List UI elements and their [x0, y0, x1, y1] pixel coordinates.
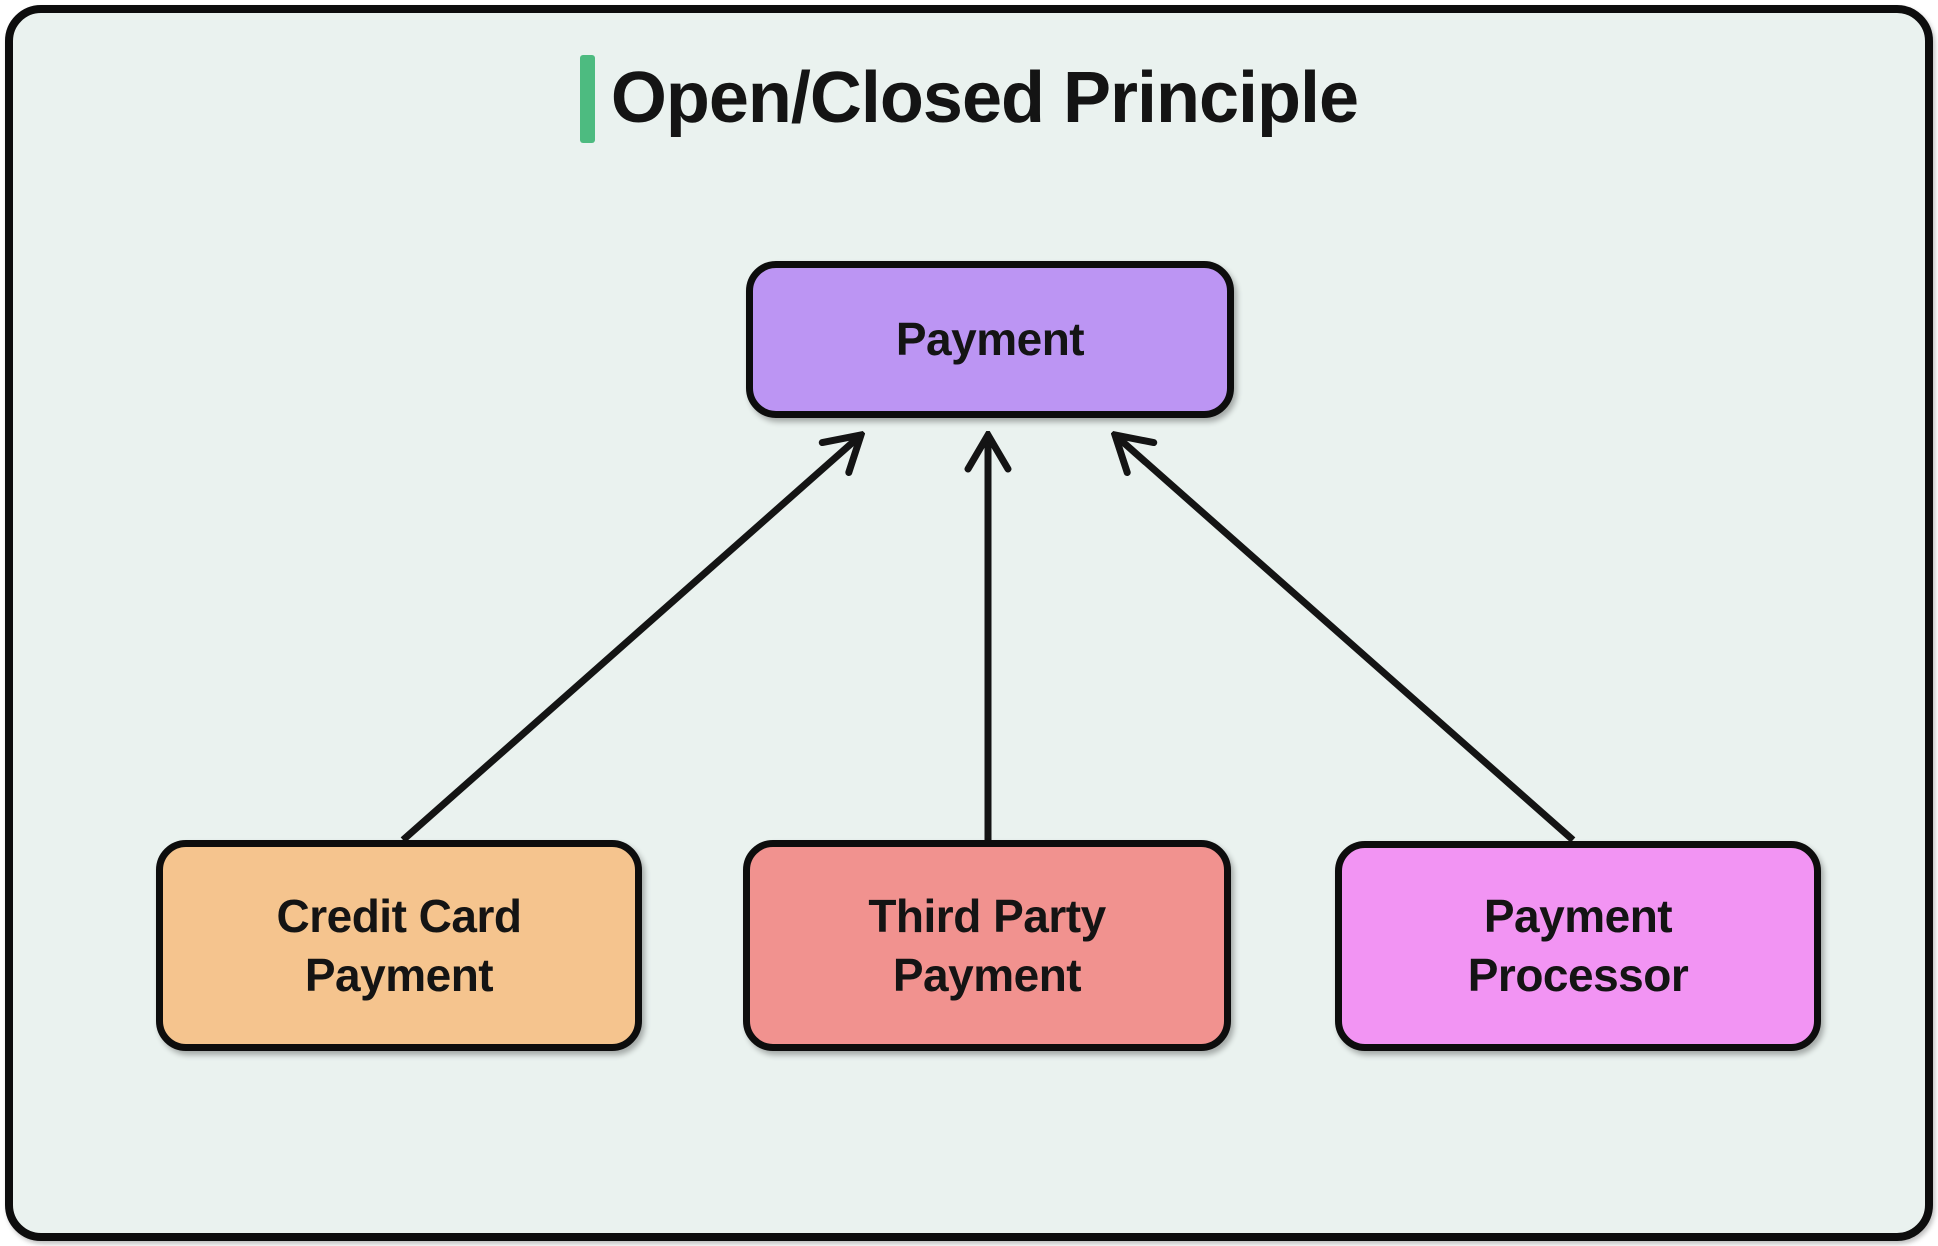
- page-title: Open/Closed Principle: [610, 58, 1359, 139]
- arrow-processor-to-payment: [1115, 435, 1576, 843]
- node-payment-label: Payment: [895, 313, 1085, 366]
- node-payment-processor-label: Payment Processor: [1467, 890, 1689, 1001]
- node-credit-card-payment-label: Credit Card Payment: [276, 889, 522, 1001]
- title-row: Open/Closed Principle: [13, 55, 1925, 143]
- node-credit-card-payment: Credit Card Payment: [156, 840, 642, 1051]
- node-payment: Payment: [746, 261, 1234, 418]
- title-accent-bar: [579, 55, 595, 143]
- diagram-frame: Open/Closed Principle Payment Credit Car…: [5, 5, 1933, 1241]
- inheritance-arrows: [400, 13, 1576, 843]
- node-payment-processor: Payment Processor: [1335, 841, 1821, 1051]
- node-third-party-payment: Third Party Payment: [743, 840, 1231, 1051]
- node-third-party-payment-label: Third Party Payment: [868, 889, 1106, 1001]
- arrow-credit-card-to-payment: [400, 435, 861, 843]
